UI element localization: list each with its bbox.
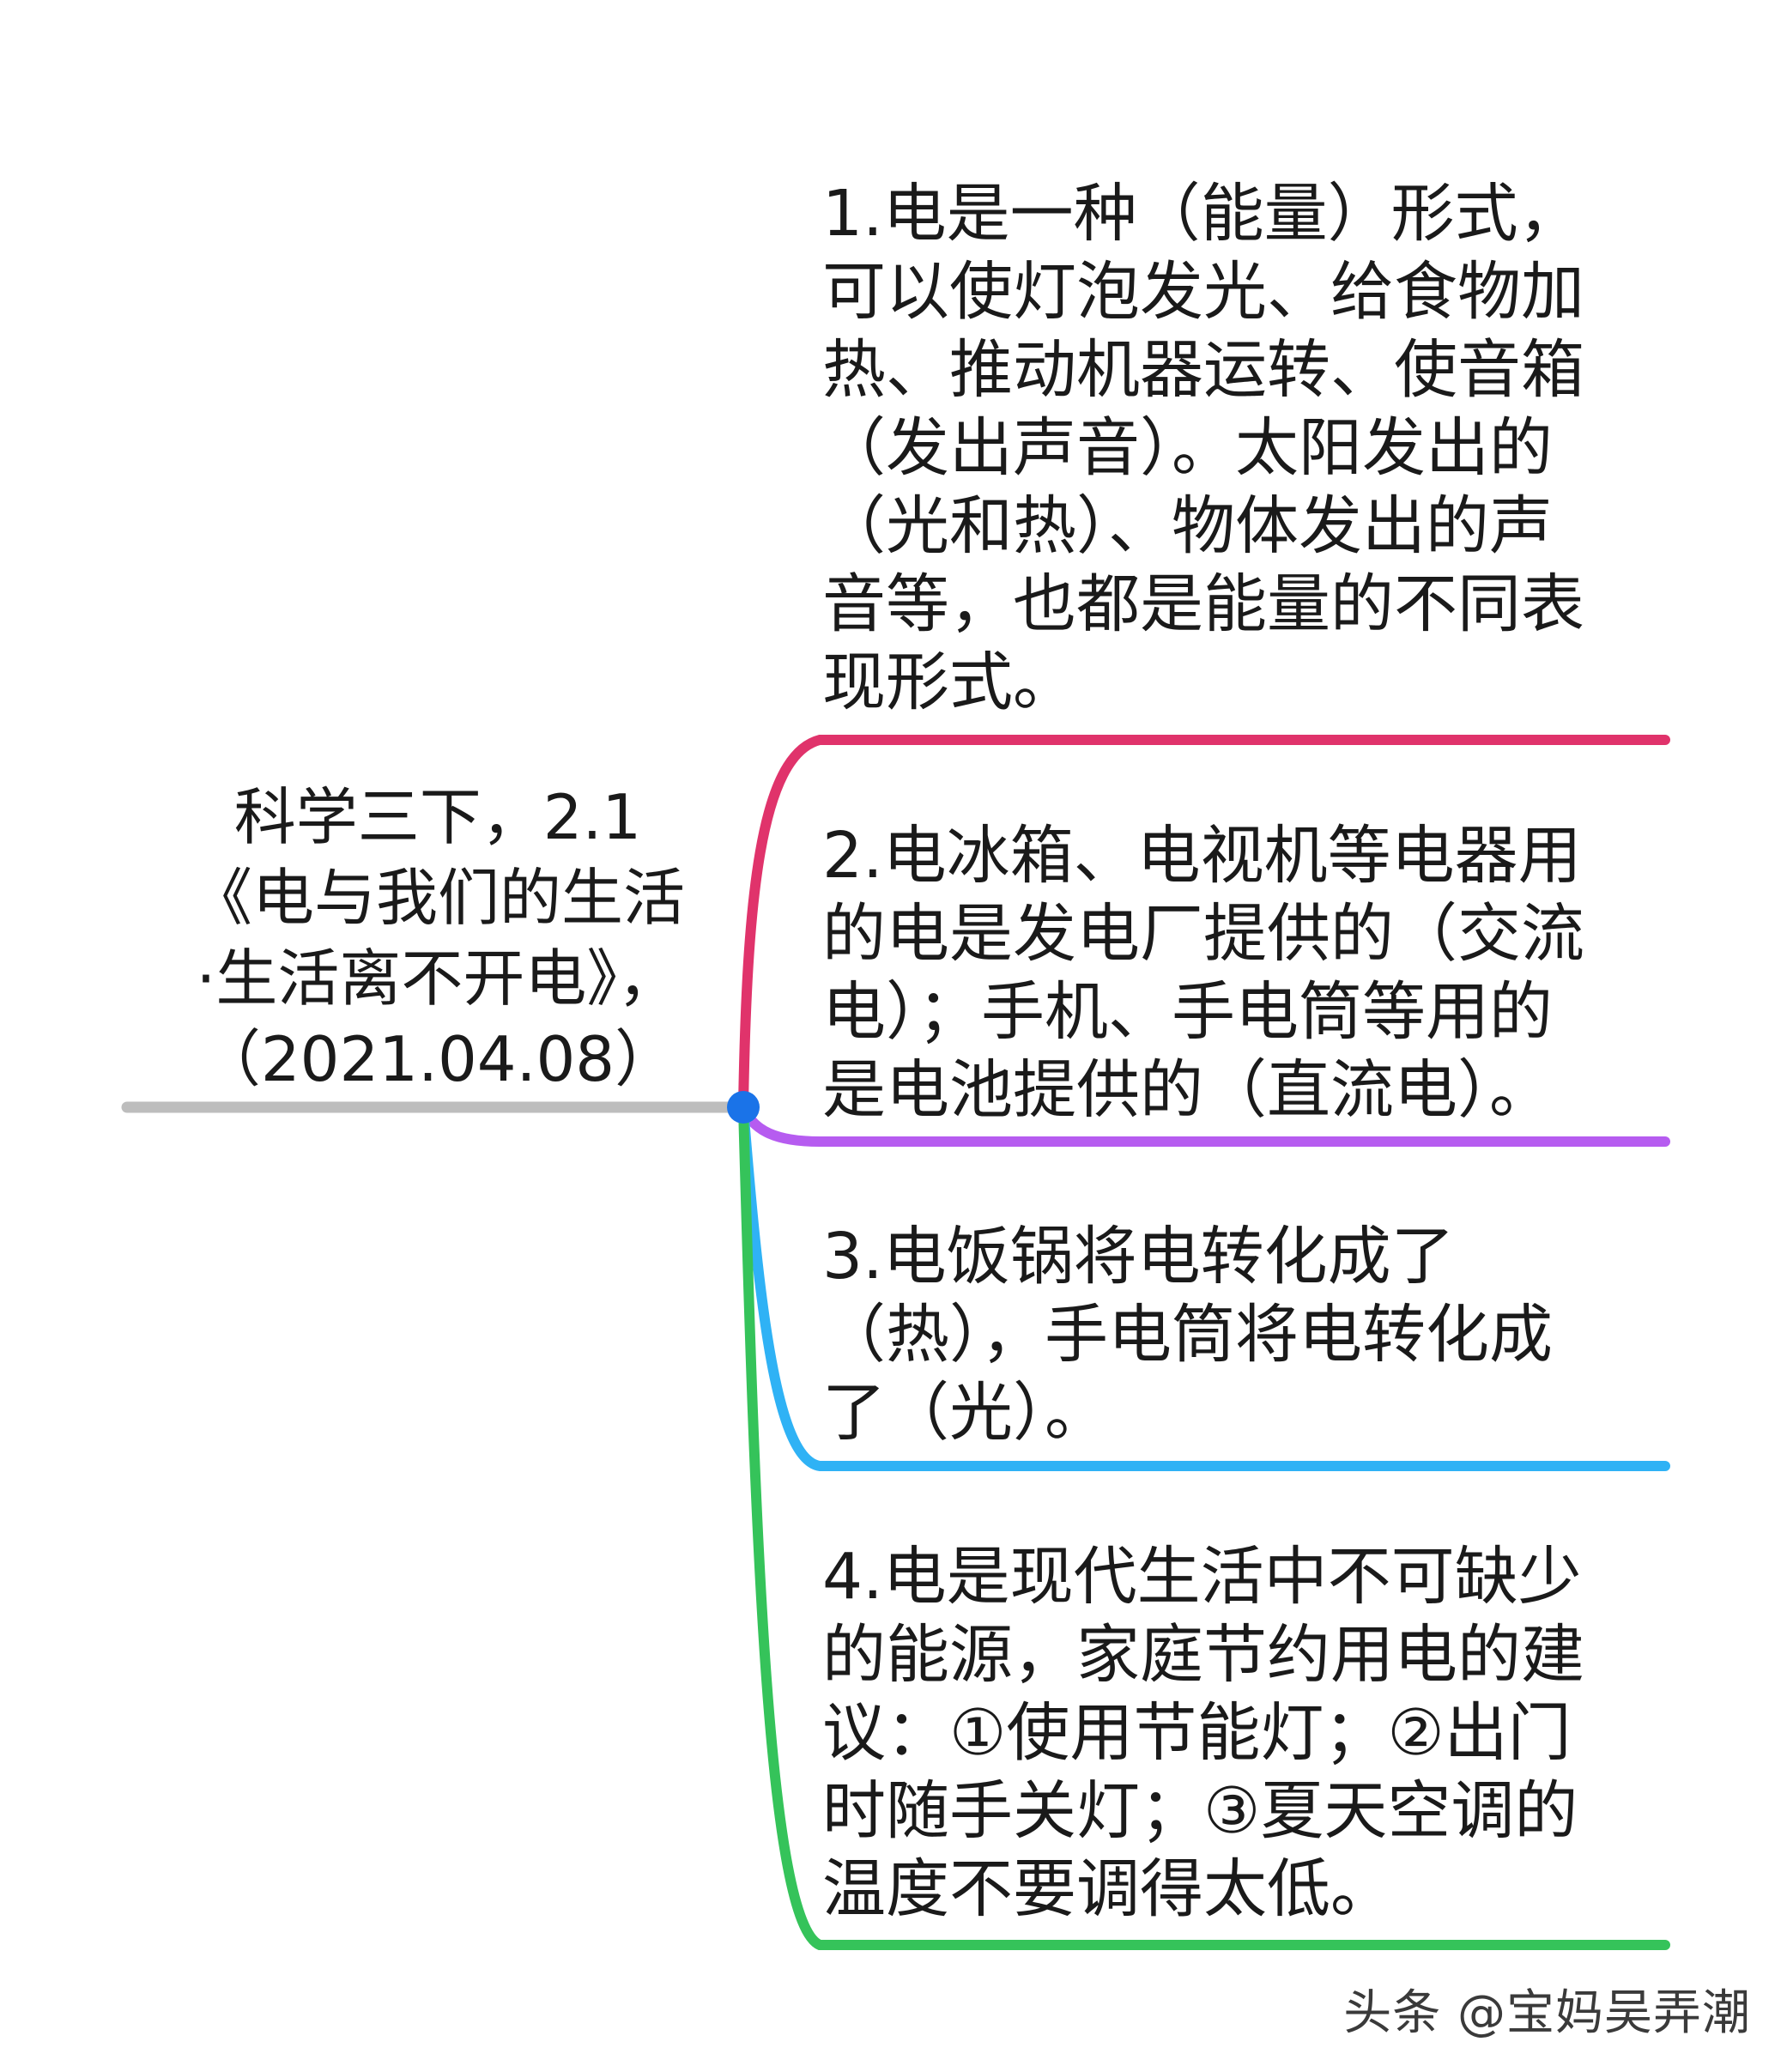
root-topic-line: 《电与我们的生活 [190, 862, 685, 934]
branch-3-line: （热），手电筒将电转化成 [822, 1298, 1553, 1372]
branch-3-line: 3.电饭锅将电转化成了 [822, 1220, 1455, 1293]
branch-1-line: 现形式。 [822, 645, 1076, 719]
branch-4-connector [738, 1102, 1670, 1950]
branch-1-line: （发出声音）。太阳发出的 [822, 411, 1553, 485]
branch-4-line: 的能源，家庭节约用电的建 [822, 1618, 1584, 1692]
branch-4-line: 温度不要调得太低。 [822, 1852, 1394, 1926]
branch-4-line: 时随手关灯；③夏天空调的 [822, 1774, 1578, 1848]
watermark-text: 头条 @宝妈吴弄潮 [1343, 1985, 1751, 2041]
branch-4-line: 4.电是现代生活中不可缺少 [822, 1540, 1582, 1614]
branch-1-connector [738, 735, 1670, 1112]
root-topic-line: 科学三下，2.1 [233, 781, 642, 853]
branch-topic-3[interactable]: 3.电饭锅将电转化成了 （热），手电筒将电转化成 了（光）。 [822, 1218, 1646, 1452]
branch-1-line: 热、推动机器运转、使音箱 [822, 333, 1584, 407]
branch-topic-4[interactable]: 4.电是现代生活中不可缺少 的能源，家庭节约用电的建 议：①使用节能灯；②出门 … [822, 1538, 1646, 1929]
branch-2-line: 的电是发电厂提供的（交流 [822, 897, 1584, 971]
branch-1-line: 音等，也都是能量的不同表 [822, 567, 1584, 641]
branch-2-line: 2.电冰箱、电视机等电器用 [822, 819, 1582, 893]
branch-topic-1[interactable]: 1.电是一种（能量）形式， 可以使灯泡发光、给食物加 热、推动机器运转、使音箱 … [822, 175, 1646, 722]
branch-4-line: 议：①使用节能灯；②出门 [822, 1696, 1572, 1770]
branch-2-line: 是电池提供的（直流电）。 [822, 1053, 1553, 1127]
root-topic-line: ·生活离不开电》， [196, 942, 680, 1015]
root-topic[interactable]: 科学三下，2.1 《电与我们的生活 ·生活离不开电》， （2021.04.08） [137, 777, 738, 1100]
branch-1-line: 1.电是一种（能量）形式， [822, 177, 1582, 251]
hub-node [727, 1091, 760, 1124]
branch-3-line: 了（光）。 [822, 1376, 1108, 1450]
branch-2-line: 电）；手机、手电筒等用的 [822, 975, 1553, 1049]
branch-1-line: （光和热）、物体发出的声 [822, 489, 1553, 563]
branch-1-line: 可以使灯泡发光、给食物加 [822, 255, 1584, 329]
root-topic-line: （2021.04.08） [198, 1023, 677, 1095]
branch-topic-2[interactable]: 2.电冰箱、电视机等电器用 的电是发电厂提供的（交流 电）；手机、手电筒等用的 … [822, 817, 1646, 1130]
